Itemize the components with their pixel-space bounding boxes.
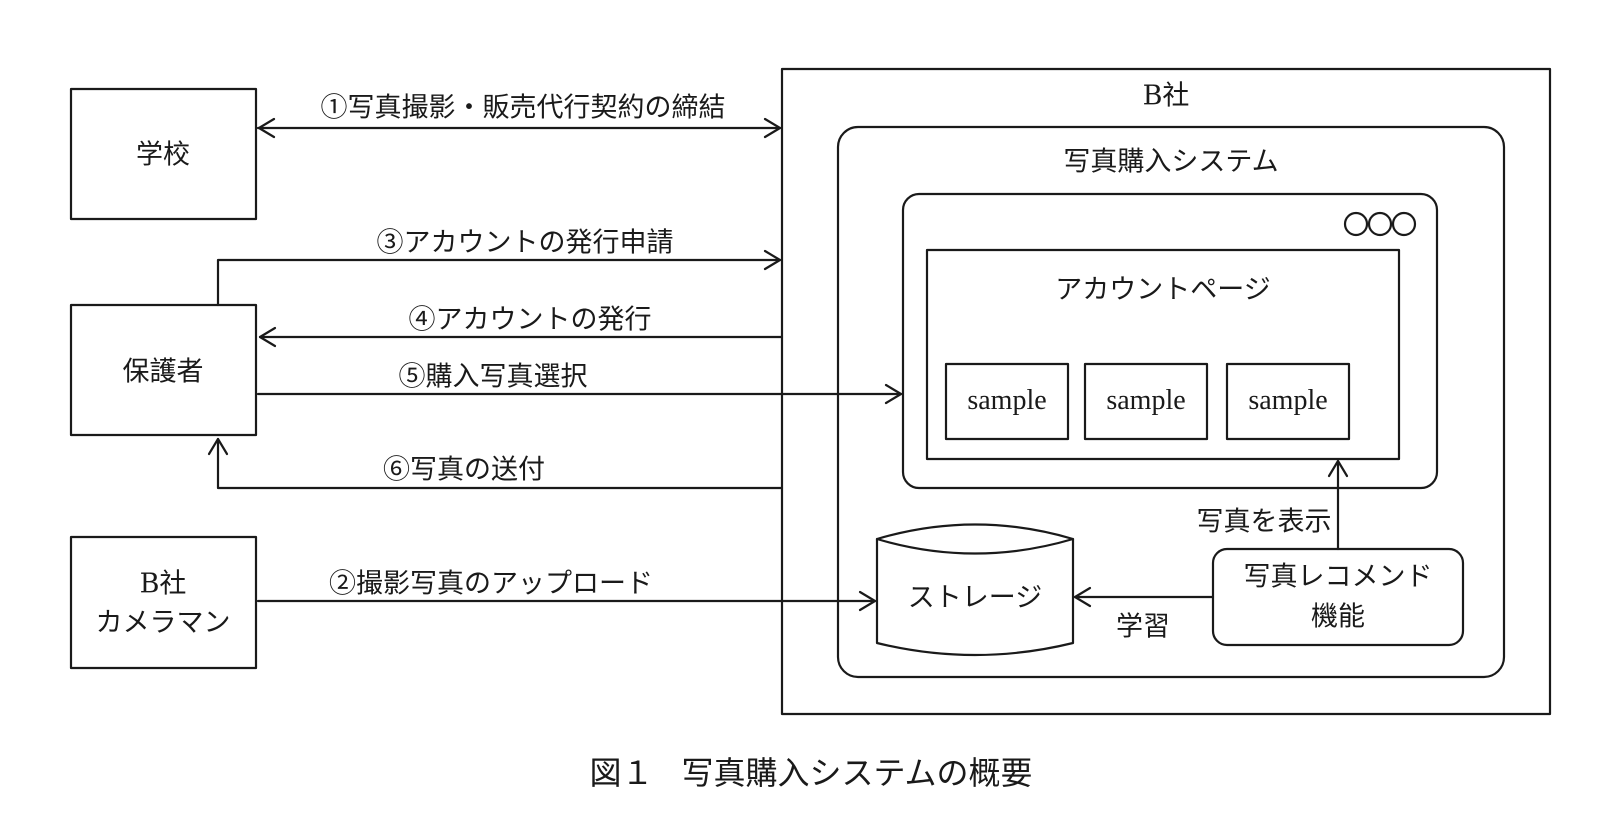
cameraman-label-line2: カメラマン	[95, 607, 231, 639]
account-page-title: アカウントページ	[1055, 274, 1271, 306]
company-b-box	[780, 67, 1552, 716]
recommend-label-line1: 写真レコメンド	[1243, 561, 1433, 593]
browser-dot-icon	[1391, 211, 1417, 237]
browser-dot-icon	[1367, 211, 1393, 237]
flow-6-line	[216, 437, 784, 490]
cameraman-label-line1: B社	[139, 568, 187, 600]
browser-window	[901, 192, 1439, 490]
learn-label: 学習	[1116, 611, 1170, 643]
flow-3-arrowhead	[763, 249, 782, 271]
flow-4-label: ④アカウントの発行	[408, 304, 652, 336]
flow-6-label: ⑥写真の送付	[383, 454, 545, 486]
figure-title: 写真購入システムの概要	[681, 754, 1033, 792]
system-title: 写真購入システム	[1063, 146, 1279, 178]
figure-caption: 図１ 写真購入システムの概要	[589, 748, 1032, 794]
flow-3-line	[216, 258, 782, 307]
sample-photo-label: sample	[1248, 385, 1328, 416]
sample-photo-box	[944, 362, 1070, 441]
learn-arrowhead	[1073, 586, 1092, 608]
recommend-label-line2: 機能	[1311, 601, 1365, 633]
flow-1-arrowhead-right	[763, 117, 782, 139]
browser-dot-icon	[1343, 211, 1369, 237]
figure-number: 図１	[589, 754, 654, 792]
flow-1-arrowhead-left	[257, 117, 276, 139]
school-box	[69, 87, 258, 221]
guardian-label: 保護者	[122, 356, 204, 388]
flow-5-label: ⑤購入写真選択	[398, 361, 588, 393]
storage-cylinder	[875, 523, 1075, 657]
cameraman-box	[69, 535, 258, 670]
guardian-box	[69, 303, 258, 437]
company-b-title: B社	[1142, 80, 1190, 112]
sample-photo-box	[1225, 362, 1351, 441]
sample-photo-label: sample	[1106, 385, 1186, 416]
sample-photo-label: sample	[967, 385, 1047, 416]
flow-5-arrowhead	[884, 383, 903, 405]
flow-4-arrowhead	[258, 326, 277, 348]
school-label: 学校	[136, 139, 190, 171]
flow-2-label: ②撮影写真のアップロード	[329, 568, 653, 600]
storage-cylinder-top-edge	[875, 537, 1075, 555]
display-arrowhead	[1327, 459, 1349, 478]
account-page-box	[925, 248, 1401, 461]
photo-purchase-system-box	[836, 125, 1506, 679]
flow-1-label: ①写真撮影・販売代行契約の締結	[320, 92, 726, 124]
sample-photo-box	[1083, 362, 1209, 441]
flow-2-arrowhead	[858, 590, 877, 612]
flow-6-arrowhead	[207, 437, 229, 456]
flow-3-label: ③アカウントの発行申請	[376, 227, 674, 259]
display-photos-label: 写真を表示	[1196, 506, 1332, 538]
storage-label: ストレージ	[907, 582, 1043, 614]
